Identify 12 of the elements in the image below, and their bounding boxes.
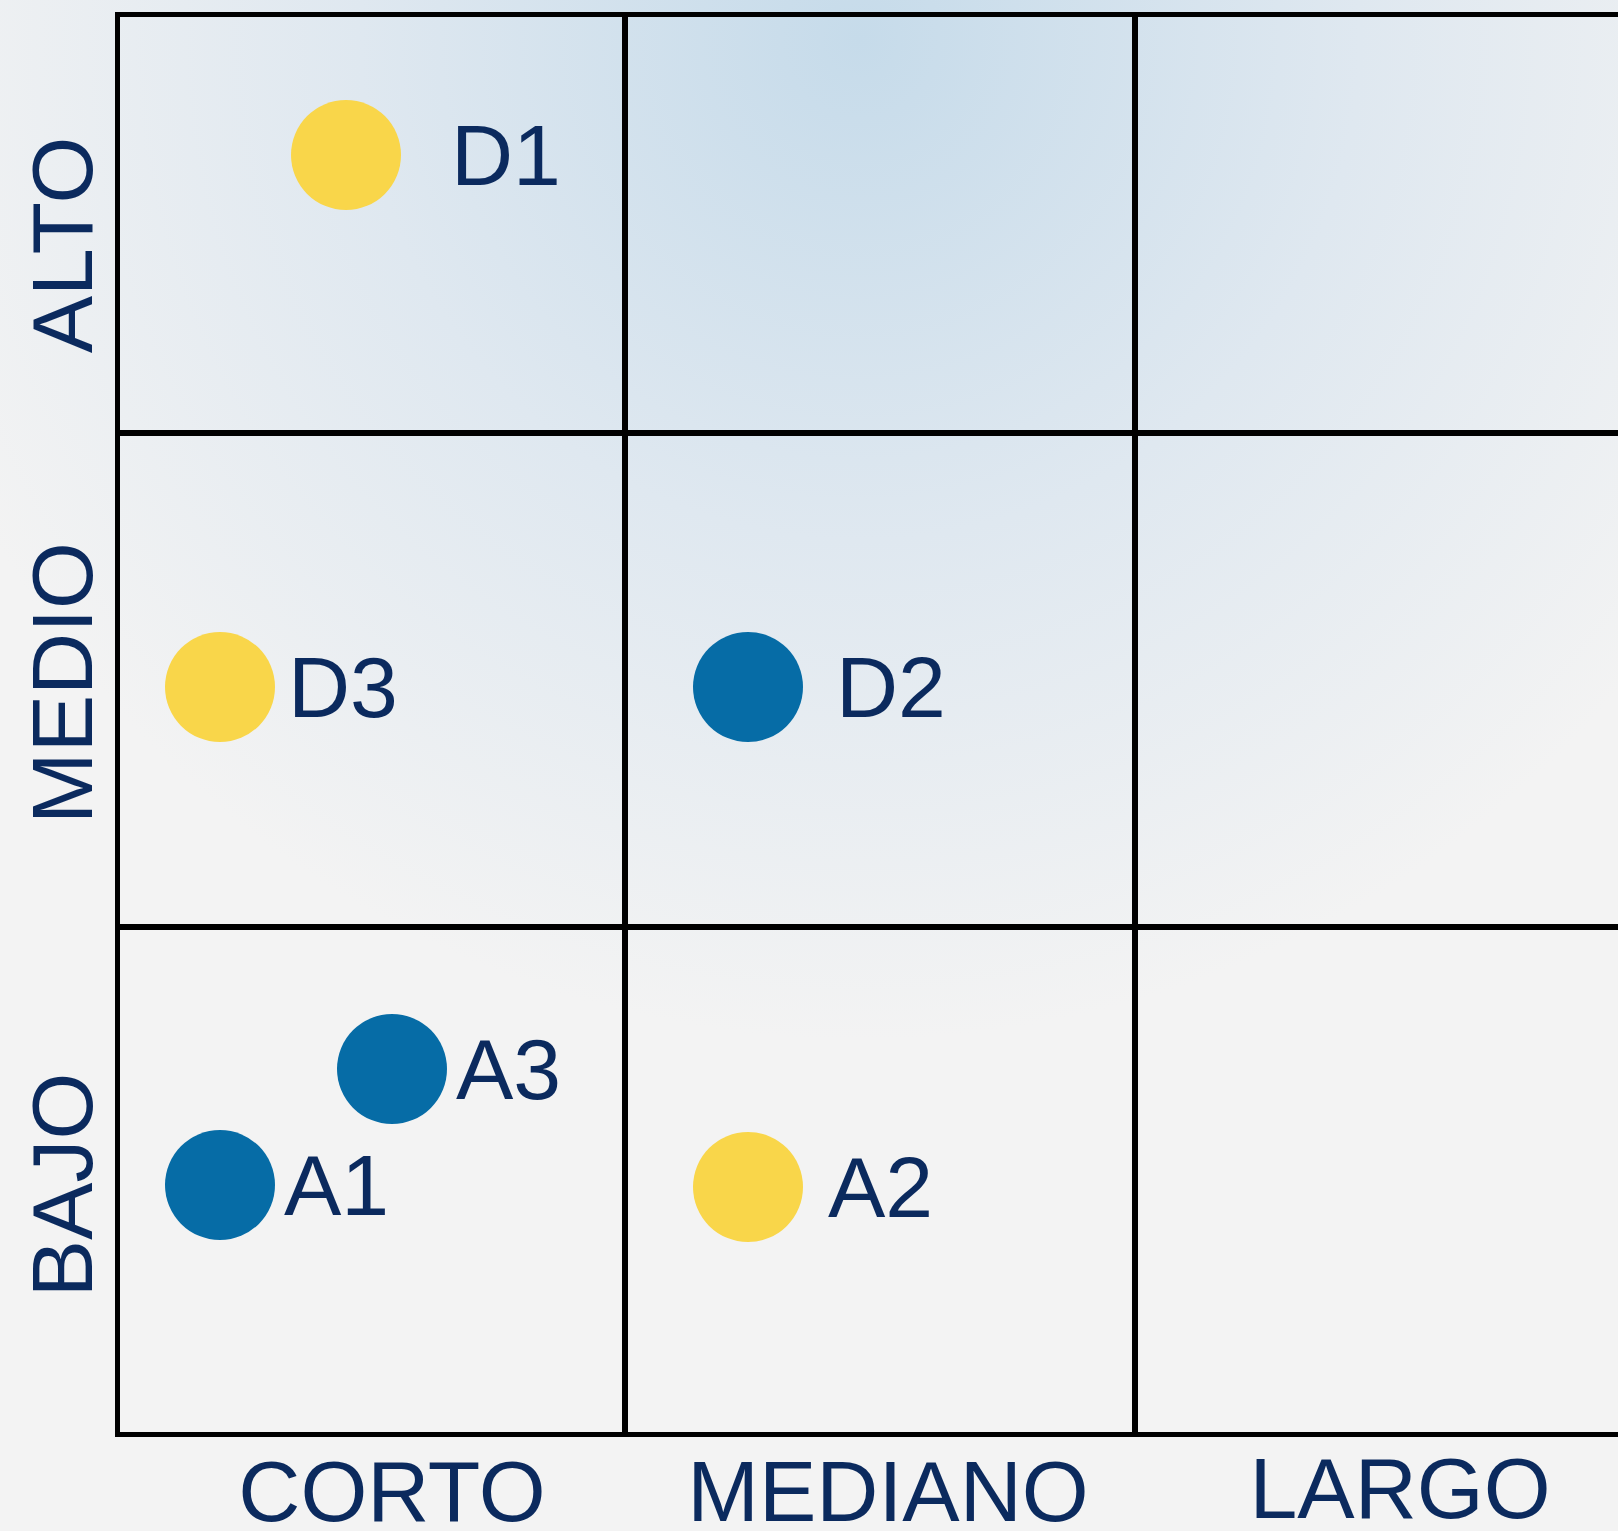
column-axis-label: MEDIANO (687, 1448, 1089, 1531)
point-label: D1 (451, 112, 561, 198)
row-axis-label: MEDIO (19, 542, 105, 824)
row-axis-label: ALTO (19, 136, 105, 354)
row-axis-label: BAJO (19, 1072, 105, 1298)
point-label: D2 (836, 644, 946, 730)
point-label: A3 (456, 1026, 562, 1112)
point-label: A2 (828, 1144, 934, 1230)
column-axis-label: CORTO (238, 1448, 546, 1531)
point-label: A1 (284, 1142, 390, 1228)
point-label: D3 (288, 644, 398, 730)
column-axis-label: LARGO (1249, 1445, 1551, 1531)
